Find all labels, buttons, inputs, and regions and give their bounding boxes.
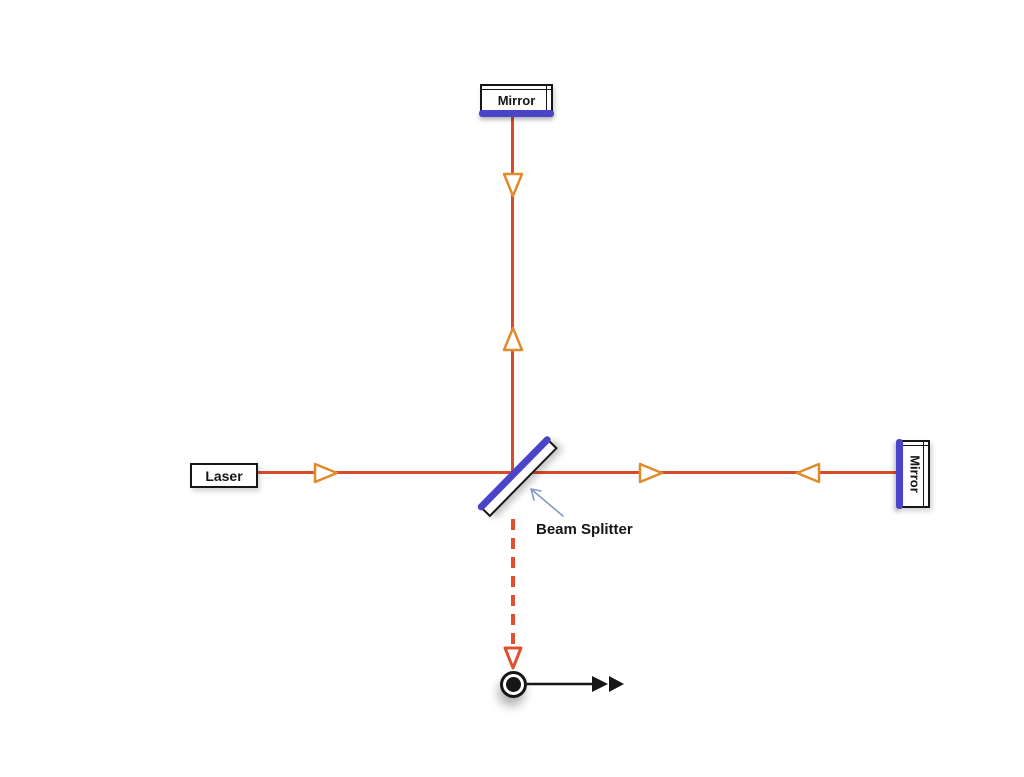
beam-vertical <box>511 115 514 477</box>
beam-horizontal <box>258 471 899 474</box>
detector <box>500 671 527 698</box>
mirror-top-coating <box>479 110 554 117</box>
mirror-right-coating <box>896 439 903 509</box>
detector-output-arrow <box>527 676 624 692</box>
beam-arrow-down-from-mirror <box>502 172 524 198</box>
beam-arrow-right-to-mirror <box>638 462 664 484</box>
mirror-right: Mirror <box>896 439 930 509</box>
mirror-right-edge-line <box>901 445 928 446</box>
beam-arrow-up-to-mirror <box>502 326 524 352</box>
mirror-right-label: Mirror <box>907 455 922 493</box>
beam-splitter-pointer-arrow <box>530 488 564 517</box>
laser-label: Laser <box>205 467 243 484</box>
mirror-right-side-line <box>923 442 924 506</box>
beam-arrow-left-from-mirror <box>795 462 821 484</box>
beam-dashed-to-detector <box>511 519 515 646</box>
mirror-top-side-line <box>546 86 547 111</box>
mirror-top-label: Mirror <box>497 92 536 108</box>
mirror-top-edge-line <box>482 89 551 90</box>
laser: Laser <box>190 463 258 488</box>
detector-core <box>506 677 521 692</box>
beam-splitter-label: Beam Splitter <box>536 521 633 538</box>
beam-arrow-right-laser <box>313 462 339 484</box>
mirror-top: Mirror <box>479 84 554 117</box>
beam-arrow-down-to-detector <box>503 646 523 670</box>
